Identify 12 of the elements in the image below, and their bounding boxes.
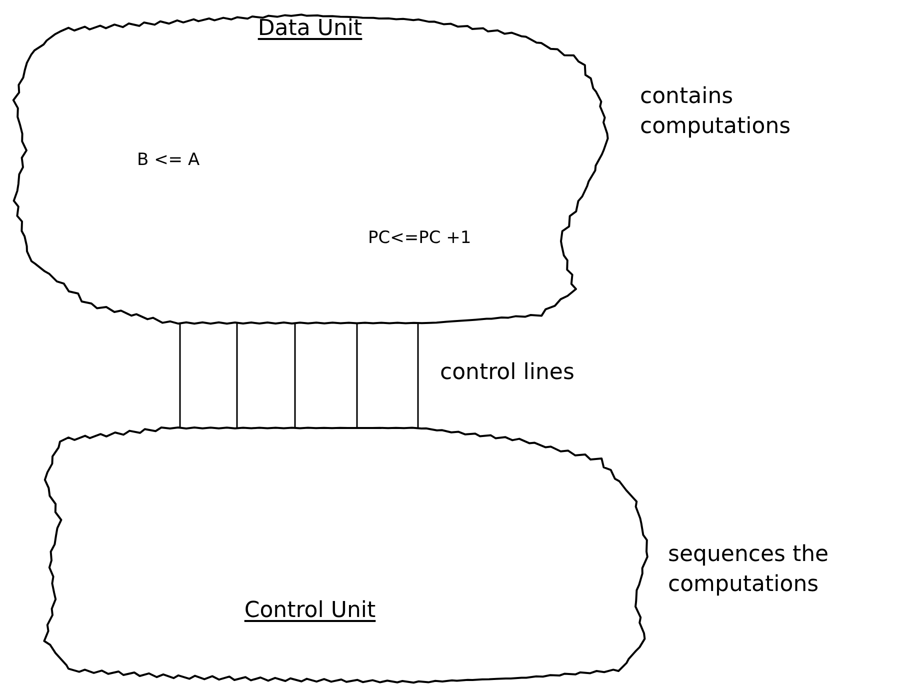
node-caption: sequences the computations (668, 541, 830, 599)
node-caption: contains computations (640, 83, 792, 141)
operation-text: PC<=PC +1 (368, 228, 472, 248)
unit-title: Control Unit (244, 598, 376, 623)
control-line (179, 323, 181, 428)
unit-title: Data Unit (258, 16, 362, 41)
operation-text: B <= A (137, 150, 200, 170)
control-line (417, 323, 419, 428)
control-line (356, 323, 358, 428)
control-line (294, 323, 296, 428)
control-line (236, 323, 238, 428)
annotation-label: control lines (440, 359, 576, 387)
